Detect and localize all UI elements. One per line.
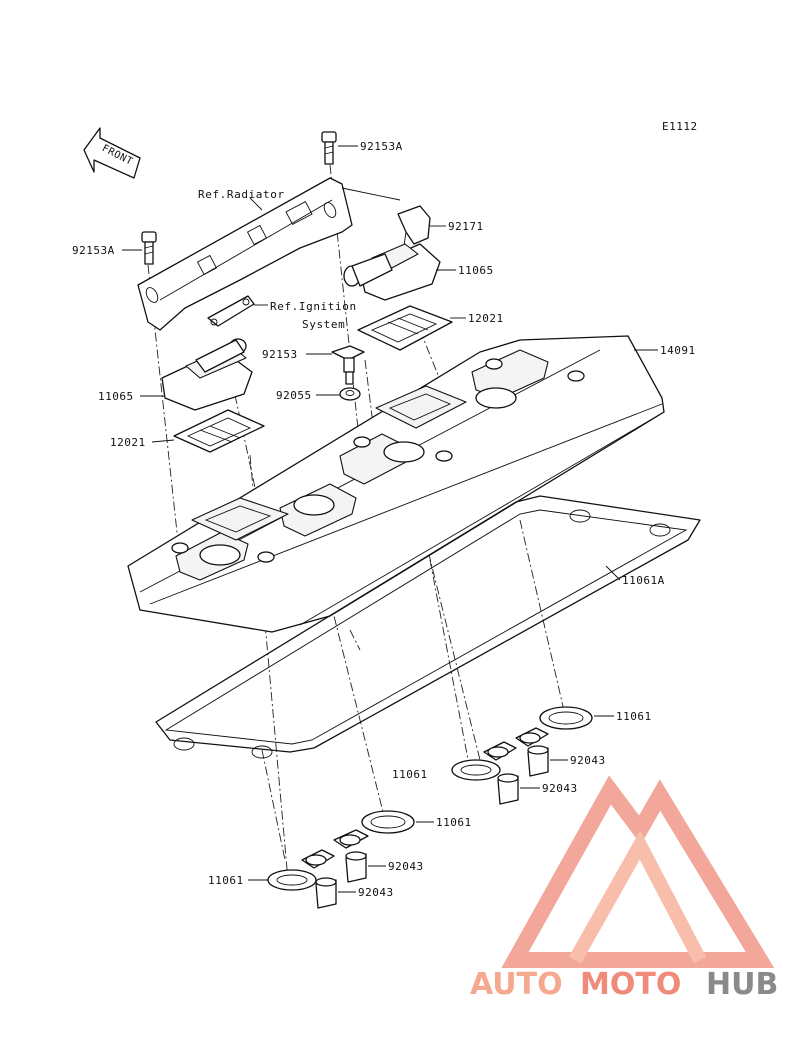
watermark-moto: MOTO (580, 967, 681, 1002)
label-92153A-left: 92153A (72, 244, 115, 257)
bolt-92153A-left (141, 231, 157, 265)
spark-plug-seal-left-bottom (267, 849, 335, 891)
front-arrow-icon: FRONT (83, 127, 141, 179)
label-11065-left: 11065 (98, 390, 134, 403)
watermark-hub: HUB (706, 967, 778, 1002)
collar-92043-b (497, 773, 519, 805)
label-11061-c: 11061 (436, 816, 472, 829)
label-92043-a: 92043 (570, 754, 606, 767)
label-14091: 14091 (660, 344, 696, 357)
label-92043-d: 92043 (358, 886, 394, 899)
breather-cover-11065-right (343, 243, 441, 301)
spark-plug-seal-right-top (515, 706, 593, 747)
spark-plug-seal-right-bottom (451, 741, 517, 781)
collar-92043-c (345, 851, 367, 883)
label-92043-b: 92043 (542, 782, 578, 795)
clip-92171 (397, 205, 431, 247)
ref-radiator-label: Ref.Radiator (198, 188, 285, 201)
ignition-clip (207, 295, 255, 327)
ref-ignition-label-2: System (302, 318, 345, 331)
gasket-11061A (155, 495, 701, 759)
radiator-bracket (137, 177, 353, 331)
label-11061-a: 11061 (616, 710, 652, 723)
collar-92043-d (315, 877, 337, 909)
label-92153: 92153 (262, 348, 298, 361)
label-12021-right: 12021 (468, 312, 504, 325)
watermark-auto: AUTO (470, 967, 563, 1002)
bolt-92153A-top (321, 131, 337, 165)
ref-ignition-label-1: Ref.Ignition (270, 300, 357, 313)
watermark-logo (501, 775, 775, 968)
collar-92043-a (527, 745, 549, 777)
label-12021-left: 12021 (110, 436, 146, 449)
diagram-code: E1112 (662, 120, 698, 133)
label-11065-right: 11065 (458, 264, 494, 277)
plate-12021-right (357, 305, 453, 351)
label-11061-d: 11061 (208, 874, 244, 887)
label-92055: 92055 (276, 389, 312, 402)
plate-12021-left (173, 409, 265, 453)
label-11061-b: 11061 (392, 768, 428, 781)
watermark-text: AUTO MOTO HUB (470, 967, 778, 1002)
valve-cover-14091 (127, 335, 665, 633)
label-92043-c: 92043 (388, 860, 424, 873)
label-11061A: 11061A (622, 574, 665, 587)
washer-92055 (339, 387, 361, 401)
label-92153A-top: 92153A (360, 140, 403, 153)
breather-cover-11065-left (161, 338, 253, 411)
label-92171: 92171 (448, 220, 484, 233)
bolt-92153 (331, 345, 365, 385)
spark-plug-seal-left-top (333, 810, 415, 849)
